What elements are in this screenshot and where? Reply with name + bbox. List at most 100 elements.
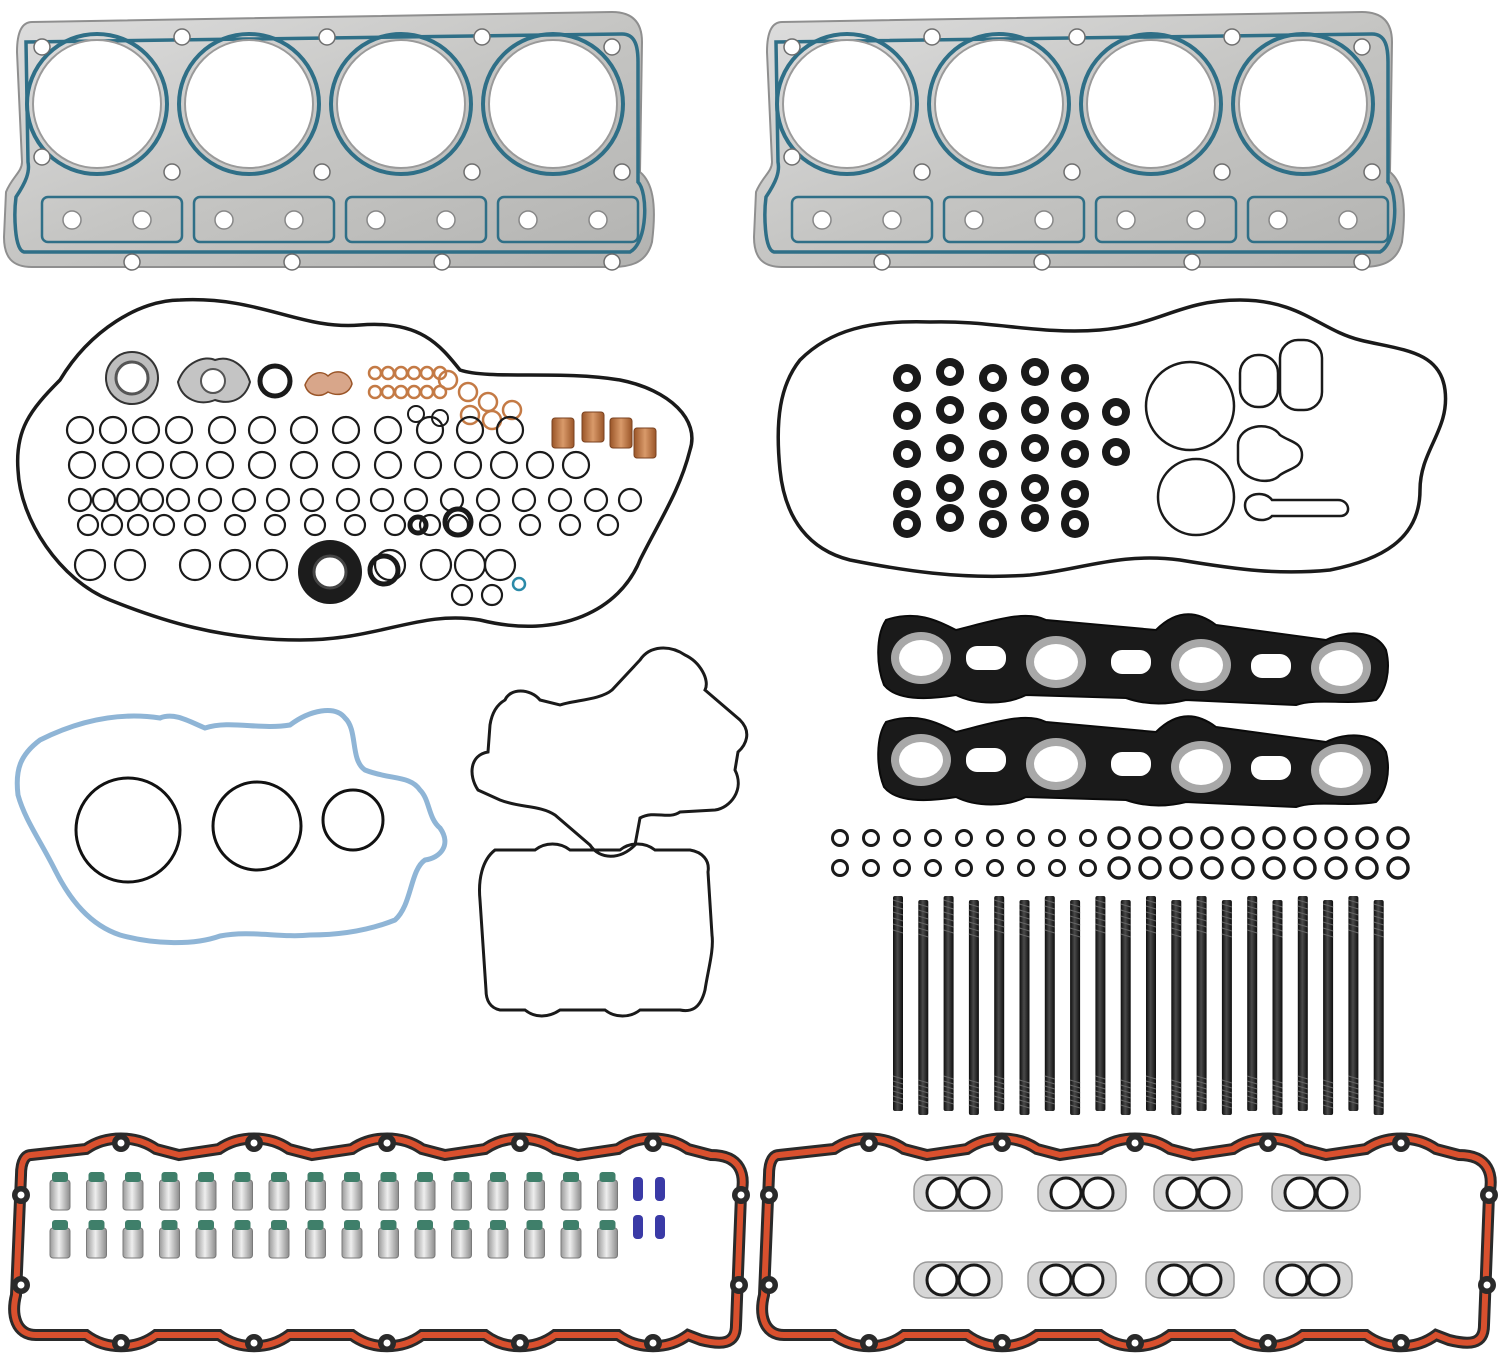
stud-thread xyxy=(1145,1085,1157,1090)
exhaust-manifold-gasket-upper xyxy=(877,613,1389,707)
oring xyxy=(207,415,237,445)
bolt-hole xyxy=(1068,28,1086,46)
copper-washer xyxy=(419,365,435,381)
bolt-hole xyxy=(473,28,491,46)
injector-cup xyxy=(560,1227,582,1259)
stud-thread xyxy=(1044,1075,1055,1080)
injector-cup-seal xyxy=(125,1220,141,1230)
injector-cup xyxy=(487,1179,509,1211)
stud-thread xyxy=(1322,1079,1334,1084)
stud-thread xyxy=(1297,917,1308,922)
water-hole xyxy=(284,210,304,230)
front-cover-gasket-set xyxy=(15,297,694,642)
stud-thread xyxy=(1221,1079,1233,1084)
stud-thread xyxy=(1044,1080,1055,1085)
valve-cover-bolt-hole xyxy=(1397,1139,1405,1147)
stud-thread xyxy=(1348,899,1359,904)
small-oring xyxy=(1107,856,1131,880)
head-stud xyxy=(968,900,979,1115)
stud-thread xyxy=(1019,921,1030,926)
stud-thread xyxy=(1196,905,1207,910)
oring xyxy=(453,548,487,582)
head-stud xyxy=(1196,896,1207,1111)
stud-thread xyxy=(1171,921,1182,926)
stud-thread xyxy=(1171,933,1182,938)
stud-thread xyxy=(1322,909,1334,914)
stud-thread xyxy=(1297,905,1308,910)
head-stud xyxy=(1044,896,1055,1111)
water-hole xyxy=(1034,210,1054,230)
oring xyxy=(101,450,131,480)
water-jacket-seal xyxy=(1094,195,1238,244)
stud-thread xyxy=(1322,921,1334,926)
stud-thread xyxy=(1069,1099,1081,1104)
injector-cup-seal xyxy=(490,1172,506,1182)
stud-thread xyxy=(1196,1090,1207,1095)
upper-valve-cover-set xyxy=(776,298,1448,579)
stud-thread xyxy=(1069,1079,1081,1084)
stud-thread xyxy=(1069,1104,1081,1109)
stud-thread xyxy=(1272,921,1283,926)
water-jacket-seal xyxy=(790,195,934,244)
copper-washer xyxy=(406,365,422,381)
oring xyxy=(583,487,609,513)
valve-cover-bolt-hole xyxy=(1264,1139,1272,1147)
oring xyxy=(483,548,517,582)
oring xyxy=(67,450,97,480)
stud-thread xyxy=(1044,1085,1055,1090)
exhaust-port xyxy=(899,742,943,778)
oring xyxy=(289,415,319,445)
stud-thread xyxy=(1348,1085,1359,1090)
exhaust-port xyxy=(1319,650,1363,686)
copper-washer xyxy=(459,404,481,426)
blue-plug xyxy=(655,1177,665,1201)
grommet-hole xyxy=(987,410,999,422)
stud-thread xyxy=(1221,1084,1233,1089)
small-oring xyxy=(1017,829,1035,847)
valve-cover-bolt-hole xyxy=(765,1191,773,1199)
stud-thread xyxy=(1120,1079,1131,1084)
injector-cup xyxy=(122,1227,144,1259)
cylinder-bore xyxy=(1238,39,1368,169)
stud-thread xyxy=(1145,1080,1157,1085)
stud-thread xyxy=(1348,1075,1359,1080)
grommet-hole xyxy=(987,488,999,500)
injector-cup xyxy=(341,1179,363,1211)
grommet-hole xyxy=(1110,406,1122,418)
copper-washer xyxy=(380,365,396,381)
stud-thread xyxy=(1171,1104,1182,1109)
stud-thread xyxy=(892,1085,904,1090)
oring xyxy=(455,415,485,445)
stud-thread xyxy=(1322,1089,1334,1094)
small-oring-rows xyxy=(831,826,1410,880)
stud-thread xyxy=(1373,1079,1384,1084)
stud-thread xyxy=(1145,923,1157,928)
bolt-hole xyxy=(603,38,621,56)
stud-thread xyxy=(1044,1100,1055,1105)
stud-thread xyxy=(1044,929,1055,934)
water-hole xyxy=(518,210,538,230)
oring xyxy=(518,513,542,537)
grommet-hole xyxy=(944,366,956,378)
oring-small xyxy=(407,405,425,423)
stud-thread xyxy=(1322,915,1334,920)
stud-thread xyxy=(1322,1099,1334,1104)
bolt-hole xyxy=(873,253,891,271)
stud-thread xyxy=(994,1085,1005,1090)
stud-thread xyxy=(1171,1079,1182,1084)
grommet-hole xyxy=(944,404,956,416)
stud-thread xyxy=(1019,1084,1030,1089)
egr-flange-copper xyxy=(304,371,353,397)
oring xyxy=(373,450,403,480)
head-stud xyxy=(1272,900,1283,1115)
oval-seal-2 xyxy=(1278,338,1324,412)
small-oring xyxy=(831,859,849,877)
grommet-hole xyxy=(1069,518,1081,530)
exhaust-port xyxy=(1319,752,1363,788)
injector-cup-seal xyxy=(526,1220,543,1230)
stud-thread xyxy=(1247,1100,1258,1105)
head-stud xyxy=(1247,896,1258,1111)
oring xyxy=(247,415,277,445)
head-stud xyxy=(1095,896,1106,1111)
stud-thread xyxy=(1120,909,1131,914)
